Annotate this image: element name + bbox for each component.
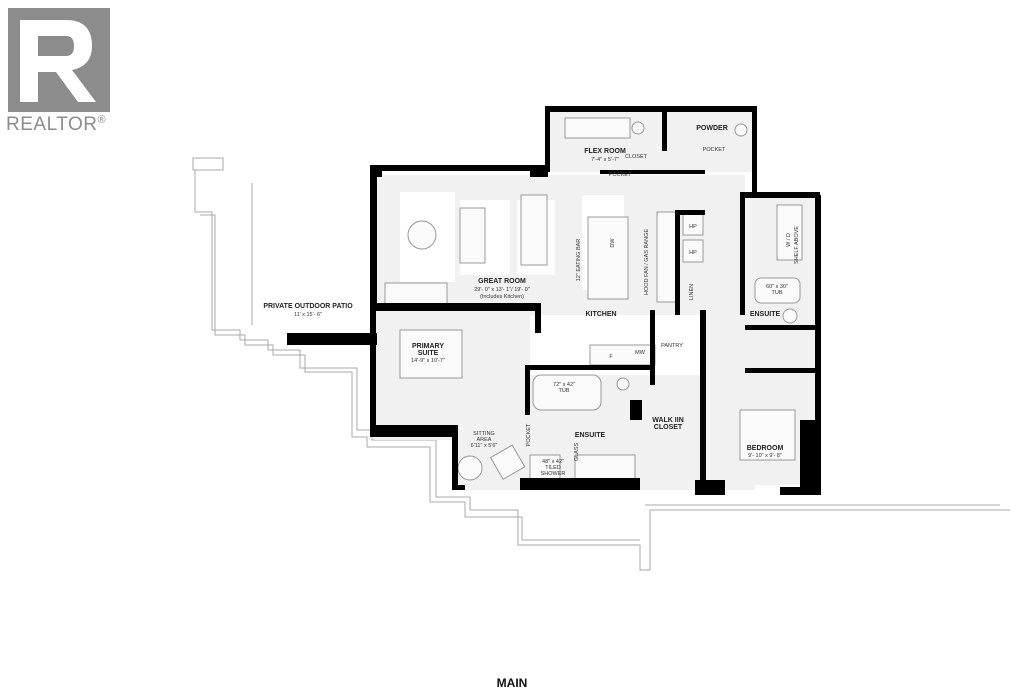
linen-label: LINEN [689,284,695,300]
tub-label: TUB [772,290,783,296]
bedroom-size: 9'- 10" x 9'- 8" [748,453,782,459]
eating-bar-label: 12" EATING BAR [576,239,582,282]
powder-label: POWDER [696,125,728,132]
flex-room-label: FLEX ROOM [584,148,626,155]
tub-size: 72" x 42" [553,382,575,388]
ensuite-label: ENSUITE [750,311,781,318]
great-room-label: GREAT ROOM [478,278,526,285]
realtor-logo [8,8,110,112]
patio-label: PRIVATE OUTDOOR PATIO [263,303,353,310]
hp-label: HP [689,224,697,230]
pocket-label: POCKET [703,147,726,153]
primary-suite-size: 14'-9" x 10'-7" [411,358,445,364]
shower-size: 48" x 42" [542,459,564,465]
patio-size: 11' x 15'- 6" [294,312,322,318]
primary-suite-label: PRIMARY [412,343,444,350]
great-room-size: 29'- 0" x 13'- 1"/ 19'- 0" [474,287,530,293]
pocket-label: POCKET [526,423,532,446]
pantry-label: PANTRY [661,343,683,349]
dishwasher-label: DW [610,238,616,248]
sitting-area-label: AREA [477,437,492,443]
hp-label: HP [689,250,697,256]
tub-size: 60" x 30" [766,284,788,290]
glass-label: GLASS [574,442,580,461]
primary-suite-label: SUITE [418,350,439,357]
bedroom-label: BEDROOM [747,445,784,452]
tub-label: TUB [559,388,570,394]
kitchen-label: KITCHEN [585,311,616,318]
walk-in-closet-label: WALK IIN [652,417,684,424]
sitting-area-size: 6'11" x 5'6" [471,443,498,449]
microwave-label: MW [635,350,646,356]
washer-dryer-label: W / D [786,233,792,247]
walk-in-closet-label: CLOSET [654,424,683,431]
furniture [384,117,803,486]
closet-label: CLOSET [625,154,648,160]
shower-label: TILED [545,465,561,471]
plan-title: MAIN [496,676,528,690]
shelf-label: SHELF ABOVE [794,226,800,264]
pocket-label: POCKET [609,172,632,178]
flex-room-size: 7'-4" x 5'-7" [591,157,619,163]
realtor-wordmark: REALTOR® [6,114,107,135]
shower-label: SHOWER [541,471,566,477]
ensuite-label: ENSUITE [575,432,606,439]
realtor-r-icon [20,20,96,102]
walls [287,106,821,495]
great-room-note: (Includes Kitchen) [480,294,524,300]
sitting-area-label: SITTING [473,431,495,437]
fridge-label: F [609,354,613,360]
hood-label: HOOD FAN / GAS RANGE [644,229,650,295]
